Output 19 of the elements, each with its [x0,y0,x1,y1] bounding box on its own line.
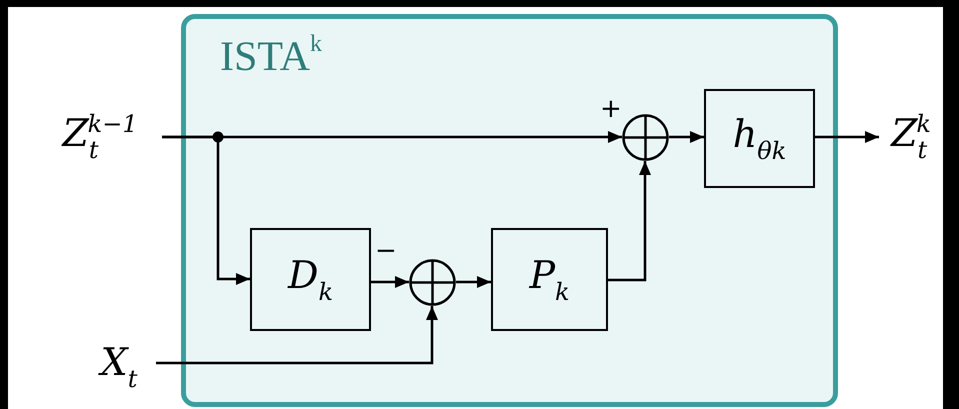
operator-box [250,228,371,331]
summing-junction [409,259,456,306]
summing-junction [622,114,669,161]
arrow [815,131,879,143]
arrow [156,306,438,364]
sign-label: − [375,238,397,264]
arrow [162,136,250,285]
signal-symbol: X$_{t}$ [100,343,138,391]
arrow [608,161,651,282]
module-title: ISTA$^{k}$ [220,33,322,81]
operator-box [491,228,608,331]
module-panel [181,14,838,407]
arrow [669,131,704,143]
operator-symbol: P$_{k}$ [529,256,570,304]
operator-symbol: D$_{k}$ [288,256,333,304]
sign-label: + [600,96,622,122]
operator-box [704,89,815,188]
arrow [371,276,409,288]
arrow [456,276,491,288]
